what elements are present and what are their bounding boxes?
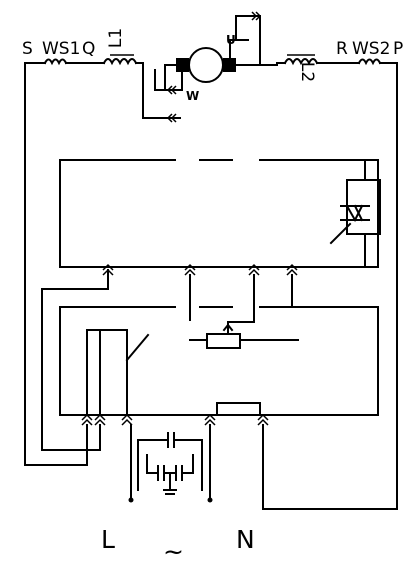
capacitor-network [128, 424, 213, 503]
label-s: S [22, 39, 33, 59]
label-l1: L1 [106, 28, 126, 48]
label-ws2: WS2 [352, 39, 390, 59]
bconn-4 [204, 413, 216, 426]
connector-w1 [166, 85, 177, 95]
triac [329, 159, 381, 268]
coil-l1 [102, 58, 138, 66]
terminal-n [207, 497, 213, 503]
bconn-2 [94, 413, 106, 426]
lower-frame [59, 306, 379, 416]
triac-symbol [340, 204, 370, 223]
connector-3 [248, 263, 260, 276]
label-mains-l: L [101, 525, 115, 554]
motor-brush-right [223, 58, 236, 72]
label-p: P [393, 39, 403, 59]
connector-4 [286, 263, 298, 276]
coil-ws1 [43, 58, 68, 66]
coil-l2 [283, 58, 319, 66]
label-motor-w: W [186, 89, 199, 103]
terminal-l [128, 497, 134, 503]
label-mains-n: N [236, 525, 255, 554]
motor-armature [188, 47, 224, 83]
label-q: Q [82, 39, 95, 59]
switch [86, 329, 150, 416]
fuse [216, 402, 261, 416]
motor-brush-left [176, 58, 189, 72]
potentiometer [189, 321, 299, 349]
bottom-connectors [24, 402, 269, 510]
top-wiring [24, 54, 398, 510]
label-r: R [336, 39, 348, 59]
label-mains-ac: ~ [163, 537, 184, 566]
connector-w2 [166, 113, 177, 123]
label-ws1: WS1 [42, 39, 80, 59]
bconn-3 [121, 413, 133, 426]
label-l2: L2 [297, 62, 317, 82]
coil-ws2 [357, 58, 382, 66]
connector-u [251, 11, 262, 21]
motor [164, 11, 278, 123]
board-connectors [41, 263, 298, 451]
bconn-1 [81, 413, 93, 426]
control-board-frame [59, 159, 379, 268]
bconn-5 [257, 413, 269, 426]
connector-2 [184, 263, 196, 276]
